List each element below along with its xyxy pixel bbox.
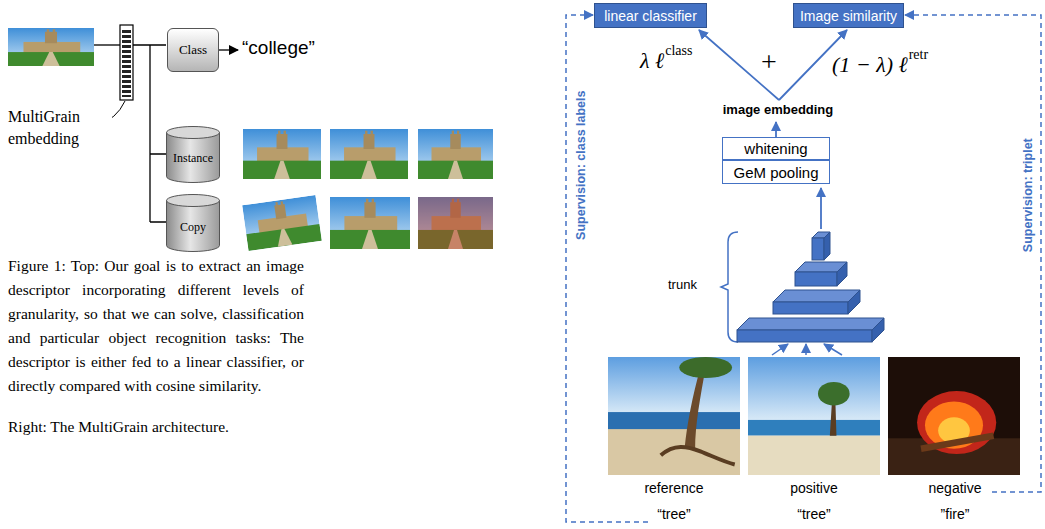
copy-photos [242, 195, 493, 251]
query-photo [8, 28, 94, 66]
arrow-head [846, 30, 847, 31]
output-arrow [219, 49, 238, 50]
class-box: Class [167, 28, 219, 72]
layer-box: whitening [722, 137, 830, 160]
supervision-label: Supervision: triplet [1021, 138, 1035, 252]
trunk-bracket [721, 232, 738, 342]
class-label: ”fire” [941, 506, 970, 522]
loss-lines [700, 31, 846, 100]
database-cylinder: Instance [166, 126, 220, 183]
figure-caption: Figure 1: Top: Our goal is to extract an… [8, 254, 304, 398]
node-label: Image similarity [800, 8, 897, 24]
node-label: Instance [173, 151, 213, 166]
loss-superscript: retr [909, 47, 928, 63]
class-label: “tree” [657, 506, 690, 522]
node-label: Class [179, 42, 207, 58]
branch-wires [133, 45, 166, 222]
node-label: whitening [744, 140, 807, 157]
arrow-head [699, 30, 700, 31]
node-label: Copy [180, 220, 206, 235]
class-label: “tree” [797, 506, 830, 522]
embedding-label: MultiGrain embedding [8, 106, 112, 150]
flow-arrow [775, 122, 777, 137]
cylinder-top [167, 127, 220, 139]
image-role: reference [644, 480, 703, 496]
class-output: “college” [242, 37, 315, 59]
supervision-label: Supervision: class labels [574, 90, 588, 239]
output-box: Image similarity [793, 3, 904, 28]
image-role: positive [790, 480, 837, 496]
triplet-photos [608, 357, 1020, 475]
loss-superscript: class [665, 43, 692, 59]
node-label: GeM pooling [733, 164, 818, 181]
caption-note: Right: The MultiGrain architecture. [8, 418, 229, 436]
wire [94, 44, 120, 45]
embedding-bar [120, 25, 133, 100]
layer-box: GeM pooling [722, 160, 830, 184]
plus-sign: + [761, 46, 777, 78]
database-cylinder: Copy [166, 194, 220, 252]
trunk-layers [737, 232, 884, 342]
input-arrows [772, 344, 842, 355]
cylinder-body [167, 200, 220, 252]
embedding-label: image embedding [723, 103, 834, 118]
image-role: negative [929, 480, 982, 496]
loss-term: (1 − λ) ℓ [832, 52, 908, 77]
flow-arrow [820, 188, 822, 229]
instance-photos [243, 129, 493, 179]
cylinder-body [167, 132, 220, 183]
output-box: linear classifier [594, 3, 707, 28]
cylinder-top [167, 195, 220, 207]
trunk-label: trunk [668, 278, 697, 293]
node-label: linear classifier [604, 8, 697, 24]
loss-term: λ ℓ [640, 48, 664, 73]
